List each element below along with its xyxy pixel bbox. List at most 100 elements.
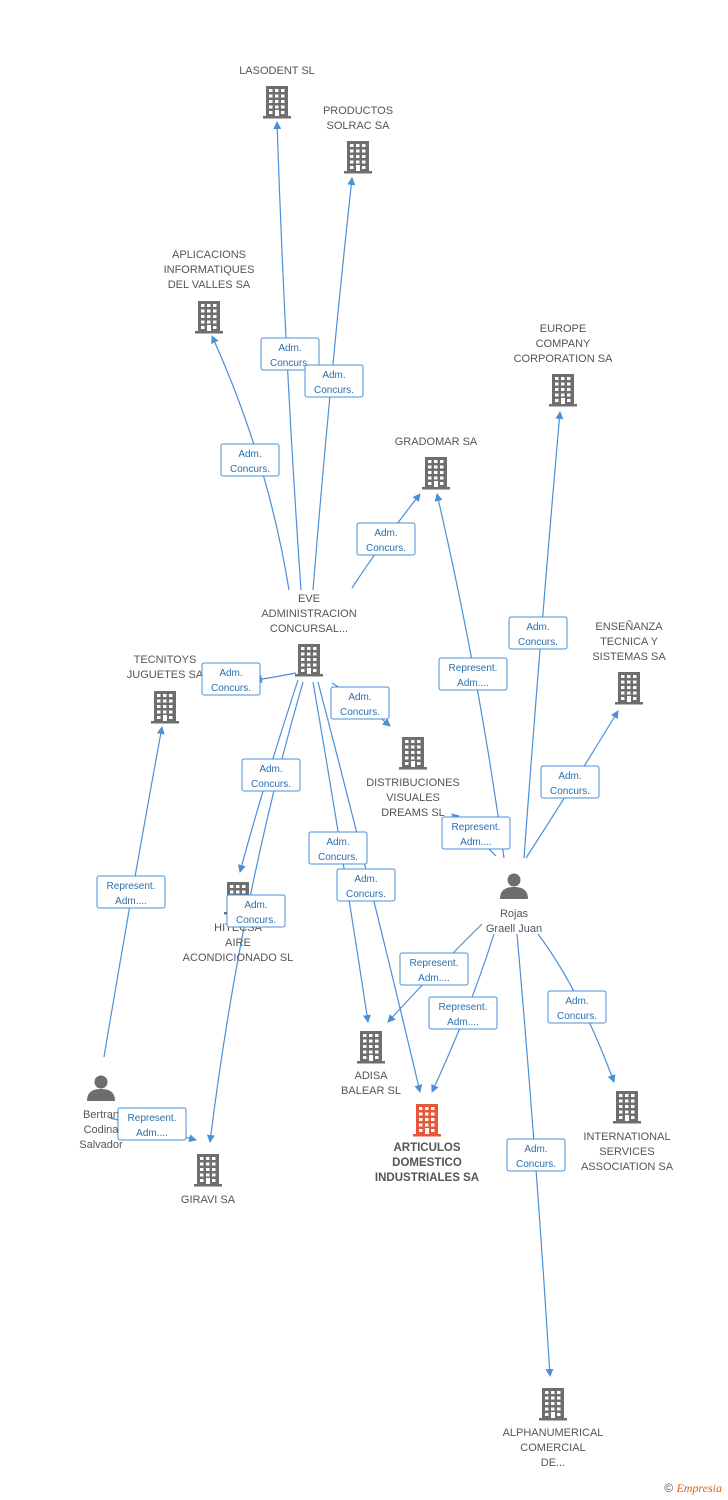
node-label: EVE bbox=[298, 593, 320, 605]
edge-labels-layer: Adm. Concurs. Adm. Concurs. Adm. Concurs. Adm.… bbox=[96, 337, 607, 1172]
edge-label-box[interactable] bbox=[226, 894, 286, 928]
node-label: SISTEMAS SA bbox=[592, 651, 666, 663]
edge-label-text: Concurs. bbox=[251, 779, 291, 790]
edge-label-eve-to-distribuciones[interactable]: Adm.Concurs. bbox=[330, 686, 390, 720]
edge-label-box[interactable] bbox=[508, 616, 568, 650]
edge-label-rojas-to-adisa[interactable]: Represent.Adm.... bbox=[399, 952, 469, 986]
edge-label-eve-to-aplicacions[interactable]: Adm.Concurs. bbox=[220, 443, 280, 477]
node-label: ALPHANUMERICAL bbox=[503, 1427, 604, 1439]
edge-label-text: Adm. bbox=[238, 449, 261, 460]
nodes-layer: LASODENT SL PRODUCTOS SOLRAC SA APLICACIONS… bbox=[79, 65, 673, 1469]
edge-label-box[interactable] bbox=[506, 1138, 566, 1172]
edge-label-text: Concurs. bbox=[557, 1011, 597, 1022]
edge-label-text: Adm. bbox=[244, 900, 267, 911]
edge-label-box[interactable] bbox=[308, 831, 368, 865]
node-label: CONCURSAL... bbox=[270, 623, 348, 635]
edge-label-bertran-to-tecnitoys[interactable]: Represent.Adm.... bbox=[96, 875, 166, 909]
node-label: Graell Juan bbox=[486, 923, 542, 935]
edge-label-box[interactable] bbox=[96, 875, 166, 909]
node-solrac[interactable]: PRODUCTOS SOLRAC SA bbox=[323, 105, 393, 174]
edge-label-box[interactable] bbox=[117, 1107, 187, 1141]
node-label: DREAMS SL bbox=[381, 807, 445, 819]
node-label: SOLRAC SA bbox=[327, 120, 391, 132]
edge-label-eve-to-hitecsa[interactable]: Adm. Concurs. bbox=[241, 758, 301, 792]
node-lasodent[interactable]: LASODENT SL bbox=[239, 65, 315, 119]
edge-label-rojas-to-articulos[interactable]: Represent.Adm.... bbox=[428, 996, 498, 1030]
node-alphanumerical[interactable]: ALPHANUMERICALCOMERCIALDE... bbox=[503, 1388, 604, 1469]
edge-label-eve-to-articulos[interactable]: Adm.Concurs. bbox=[336, 868, 396, 902]
edge-label-text: Adm. bbox=[322, 370, 345, 381]
edge-label-rojas-to-ensenanza[interactable]: Adm.Concurs. bbox=[540, 765, 600, 799]
edge-label-box[interactable] bbox=[330, 686, 390, 720]
node-label: ENSEÑANZA bbox=[595, 620, 663, 633]
edge-label-rojas-to-alphanumerical[interactable]: Adm.Concurs. bbox=[506, 1138, 566, 1172]
node-label: DE... bbox=[541, 1457, 565, 1469]
edge-label-text: Represent. bbox=[452, 822, 501, 833]
edge-label-eve-to-solrac[interactable]: Adm.Concurs. bbox=[304, 364, 364, 398]
edge-label-text: Adm. bbox=[259, 764, 282, 775]
edge-label-text: Concurs. bbox=[318, 852, 358, 863]
node-giravi[interactable]: GIRAVI SA bbox=[181, 1154, 236, 1206]
edge-label-text: Represent. bbox=[439, 1002, 488, 1013]
brand-logo[interactable]: Empresia bbox=[676, 1481, 722, 1495]
node-eve[interactable]: EVEADMINISTRACIONCONCURSAL... bbox=[261, 593, 357, 677]
node-label: EUROPE bbox=[540, 323, 586, 335]
node-label: DISTRIBUCIONES bbox=[366, 777, 460, 789]
edge-label-eve-to-giravi[interactable]: Adm. Concurs. bbox=[226, 894, 286, 928]
edge-label-text: Adm. bbox=[326, 837, 349, 848]
edge-label-box[interactable] bbox=[336, 868, 396, 902]
edge-label-text: Adm. bbox=[565, 996, 588, 1007]
edge-label-text: Concurs. bbox=[236, 915, 276, 926]
edge-label-eve-to-tecnitoys[interactable]: Adm.Concurs. bbox=[201, 662, 261, 696]
edge-label-box[interactable] bbox=[304, 364, 364, 398]
edge-label-eve-to-gradomar[interactable]: Adm.Concurs. bbox=[356, 522, 416, 556]
node-label: ASSOCIATION SA bbox=[581, 1161, 674, 1173]
edge-label-rojas-to-international[interactable]: Adm. Concurs. bbox=[547, 990, 607, 1024]
edge-label-box[interactable] bbox=[540, 765, 600, 799]
edge-label-box[interactable] bbox=[428, 996, 498, 1030]
edge-label-eve-to-adisa[interactable]: Adm. Concurs. bbox=[308, 831, 368, 865]
edge-label-box[interactable] bbox=[547, 990, 607, 1024]
edge-label-eve-to-lasodent[interactable]: Adm.Concurs. bbox=[260, 337, 320, 371]
node-international[interactable]: INTERNATIONAL SERVICES ASSOCIATION SA bbox=[581, 1091, 674, 1173]
edges-layer bbox=[103, 121, 619, 1377]
edge-label-box[interactable] bbox=[241, 758, 301, 792]
edge-label-text: Adm. bbox=[558, 771, 581, 782]
node-label: CORPORATION SA bbox=[514, 353, 613, 365]
edge-label-box[interactable] bbox=[201, 662, 261, 696]
edge-label-text: Adm. bbox=[524, 1144, 547, 1155]
edge-label-bertran-to-giravi[interactable]: Represent.Adm.... bbox=[117, 1107, 187, 1141]
building-icon bbox=[613, 1091, 641, 1124]
edge-label-box[interactable] bbox=[356, 522, 416, 556]
node-label: INDUSTRIALES SA bbox=[375, 1172, 479, 1184]
edge-label-box[interactable] bbox=[438, 657, 508, 691]
edge-label-box[interactable] bbox=[441, 816, 511, 850]
node-label: Rojas bbox=[500, 908, 529, 920]
edge-label-rojas-to-distribuciones[interactable]: Represent.Adm.... bbox=[441, 816, 511, 850]
edge-label-text: Represent. bbox=[107, 881, 156, 892]
node-label: COMPANY bbox=[536, 338, 591, 350]
node-europe[interactable]: EUROPE COMPANY CORPORATION SA bbox=[514, 323, 613, 407]
edge-label-box[interactable] bbox=[260, 337, 320, 371]
node-label: DEL VALLES SA bbox=[168, 279, 251, 291]
building-icon bbox=[194, 1154, 222, 1187]
node-label: INTERNATIONAL bbox=[583, 1131, 670, 1143]
edge-label-box[interactable] bbox=[220, 443, 280, 477]
edge-label-box[interactable] bbox=[399, 952, 469, 986]
node-gradomar[interactable]: GRADOMAR SA bbox=[395, 436, 478, 490]
edge-label-rojas-to-gradomar[interactable]: Represent.Adm.... bbox=[438, 657, 508, 691]
edge-label-rojas-to-europe[interactable]: Adm.Concurs. bbox=[508, 616, 568, 650]
node-label: SERVICES bbox=[599, 1146, 654, 1158]
building-icon bbox=[549, 374, 577, 407]
node-label: ARTICULOS bbox=[393, 1142, 460, 1154]
node-label: PRODUCTOS bbox=[323, 105, 393, 117]
edge-label-text: Adm.... bbox=[457, 678, 489, 689]
